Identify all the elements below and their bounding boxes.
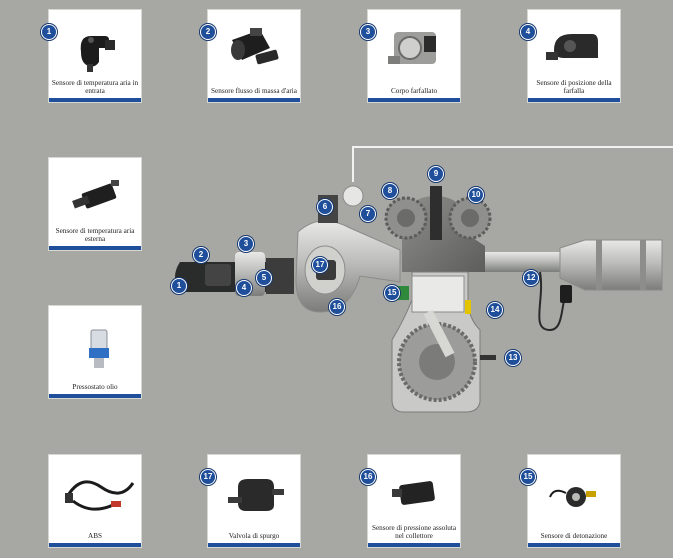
manifold-pressure-sensor-icon [392,481,435,505]
sensor-card-abs[interactable]: ABS [49,455,141,547]
sensor-wire [352,146,673,182]
card-caption: Sensore di temperatura aria in entrata [51,79,139,95]
card-caption: Sensore di temperatura aria esterna [55,227,135,243]
abs-sensor-cable-icon [65,480,135,511]
intake-air-temperature-sensor-icon [80,36,115,72]
sensor-card-manifold-pressure[interactable]: 16 Sensore di pressione assoluta nel col… [360,455,460,547]
oxygen-sensor-cable [538,271,569,332]
card-badge: 4 [520,24,536,40]
purge-valve-icon [228,479,284,511]
diagram-badge-2: 2 [193,247,209,263]
throttle-body-icon [388,32,436,64]
diagram-badge-4: 4 [236,280,252,296]
sensor-card-mass-air-flow[interactable]: 2 Sensore flusso di massa d'aria [200,10,300,102]
diagram-badge-3: 3 [238,236,254,252]
oil-pressure-switch-icon [89,329,109,368]
sensor-card-purge-valve[interactable]: 17 Valvola di spurgo [200,455,300,547]
catalytic-converter [559,239,663,291]
diagram-badge-10: 10 [468,187,484,203]
sensor-card-throttle-body[interactable]: 3 Corpo farfallato [360,10,460,102]
diagram-badge-12: 12 [523,270,539,286]
sensor-card-throttle-position[interactable]: 4 Sensore di posizione della farfalla [520,10,620,102]
injector [430,186,442,240]
diagram-badge-13: 13 [505,350,521,366]
diagram-badge-9: 9 [428,166,444,182]
sensor-card-outside-air-temperature[interactable]: Sensore di temperatura aria esterna [49,158,141,250]
card-badge: 3 [360,24,376,40]
card-caption: Corpo farfallato [390,87,438,95]
card-accent-bar [49,98,141,102]
knock-sensor-icon [549,487,596,507]
sensor-card-oil-pressure[interactable]: Pressostato olio [49,306,141,398]
diagram-badge-8: 8 [382,183,398,199]
card-accent-bar [49,246,141,250]
card-caption: Sensore flusso di massa d'aria [211,87,297,95]
diagram-badge-16: 16 [329,299,345,315]
card-badge: 17 [200,469,216,485]
card-accent-bar [208,98,300,102]
card-accent-bar [368,98,460,102]
card-accent-bar [49,543,141,547]
sensor-card-knock[interactable]: 15 Sensore di detonazione [520,455,620,547]
oxygen-sensor-connector [560,285,572,303]
throttle-position-sensor-icon [546,34,598,60]
exhaust-pipe [470,252,580,272]
outside-air-temperature-sensor-icon [72,180,119,209]
card-caption: Pressostato olio [72,383,118,391]
card-accent-bar [528,543,620,547]
card-badge: 1 [41,24,57,40]
card-badge: 2 [200,24,216,40]
card-caption: ABS [88,532,102,540]
card-accent-bar [49,394,141,398]
card-accent-bar [528,98,620,102]
diagram-badge-1: 1 [171,278,187,294]
diagram-badge-7: 7 [360,206,376,222]
diagram-badge-6: 6 [317,199,333,215]
card-caption: Sensore di pressione assoluta nel collet… [371,524,457,540]
card-badge: 15 [520,469,536,485]
card-accent-bar [208,543,300,547]
diagram-badge-5: 5 [256,270,272,286]
card-caption: Valvola di spurgo [228,532,280,540]
diagram-badge-15: 15 [384,285,400,301]
card-caption: Sensore di detonazione [540,532,608,540]
card-caption: Sensore di posizione della farfalla [536,79,612,95]
card-accent-bar [368,543,460,547]
mass-air-flow-sensor-icon [231,28,279,65]
diagram-badge-14: 14 [487,302,503,318]
card-badge: 16 [360,469,376,485]
diagram-badge-17: 17 [312,257,328,273]
sensor-card-intake-air-temperature[interactable]: 1 Sensore di temperatura aria in entrata [41,10,141,102]
